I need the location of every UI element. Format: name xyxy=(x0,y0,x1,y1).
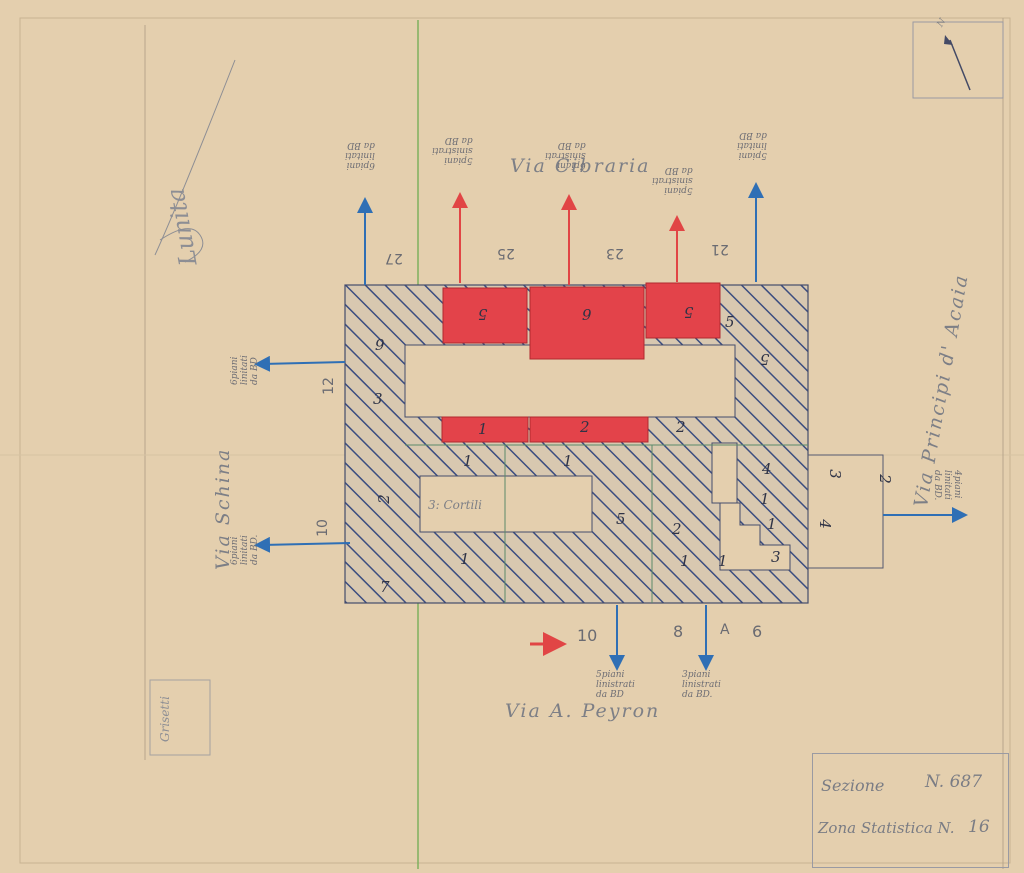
house-number: A xyxy=(720,622,730,638)
arrow-west-2 xyxy=(254,536,351,553)
red-building-1 xyxy=(442,287,528,344)
sezione-label: Sezione xyxy=(821,776,885,795)
sezione-value: N. 687 xyxy=(925,772,983,792)
signature-stroke xyxy=(154,59,236,256)
arrow-west-1 xyxy=(254,355,346,372)
floor-count: 3 xyxy=(373,390,383,408)
zona-label: Zona Statistica N. xyxy=(818,819,955,837)
house-number: 12 xyxy=(320,377,337,395)
floor-count: 1 xyxy=(460,550,470,568)
house-number: 27 xyxy=(385,250,403,266)
floor-count: 5 xyxy=(760,350,770,368)
stamp: Grisetti xyxy=(158,696,172,742)
courtyard-label: 3: Cortili xyxy=(428,498,482,512)
floor-count: 5 xyxy=(684,303,694,321)
house-number: 8 xyxy=(673,622,684,641)
courtyard-corner xyxy=(719,502,791,571)
damage-note: 6piani linitati da BD. xyxy=(230,534,260,565)
floor-count: 2 xyxy=(875,474,894,484)
floor-count: 1 xyxy=(478,420,488,438)
floor-count: 1 xyxy=(760,490,770,508)
floor-count: 2 xyxy=(374,494,393,504)
compass-box xyxy=(912,21,1004,99)
house-number: 10 xyxy=(577,626,598,645)
floor-count: 3 xyxy=(825,469,844,479)
east-annex xyxy=(807,454,884,569)
floor-count: 2 xyxy=(672,520,682,538)
floor-count: 3 xyxy=(771,548,781,566)
street-north: Via Cibraria xyxy=(510,155,651,177)
house-number: 21 xyxy=(711,241,729,257)
house-number: 23 xyxy=(606,245,624,261)
damage-note: 5piani linitati da BD xyxy=(737,130,767,160)
floor-count: 5 xyxy=(478,305,488,323)
floor-count: 6 xyxy=(375,335,385,353)
courtyard-lower xyxy=(419,475,593,533)
floor-count: 5 xyxy=(725,313,735,331)
compass-arrowhead xyxy=(944,35,953,45)
floor-count: 1 xyxy=(563,452,573,470)
damage-note: 3piani linistrati da BD. xyxy=(682,670,721,700)
floor-count: 1 xyxy=(463,452,473,470)
floor-count: 2 xyxy=(580,418,590,436)
damage-note: 4piani linitati da BD. xyxy=(932,470,962,501)
street-south: Via A. Peyron xyxy=(505,700,661,722)
stamp-box xyxy=(149,679,211,756)
floor-count: 5 xyxy=(616,510,626,528)
red-building-5 xyxy=(529,416,649,443)
floor-count: 1 xyxy=(718,552,728,570)
floor-count: 1 xyxy=(680,552,690,570)
red-building-3 xyxy=(645,282,721,339)
damage-note: 6piani sinistrati da BD xyxy=(545,140,586,170)
compass-needle xyxy=(949,39,971,91)
floor-count: 1 xyxy=(767,515,777,533)
floor-count: 4 xyxy=(762,460,772,478)
floor-count: 2 xyxy=(676,418,686,436)
red-building-2 xyxy=(529,286,645,360)
sheet-border xyxy=(19,17,1011,864)
house-number: 25 xyxy=(497,245,515,261)
damage-note: 6piani linitati da BD xyxy=(345,140,375,170)
title-block: Sezione N. 687 Zona Statistica N. 16 xyxy=(812,753,1009,868)
red-building-4 xyxy=(441,416,529,443)
damage-note: 5piani linistrati da BD xyxy=(596,670,635,700)
floor-count: 6 xyxy=(582,305,592,323)
damage-note: 5piani sinistrati da BD xyxy=(432,135,473,165)
damage-note: 6piani linitati da BD xyxy=(230,355,260,385)
zona-value: 16 xyxy=(968,817,990,837)
floor-count: 7 xyxy=(380,578,390,596)
damage-note: 5piani sinistrati da BD xyxy=(652,165,693,195)
house-number: 6 xyxy=(752,622,763,641)
floor-count: 4 xyxy=(815,519,834,529)
house-number: 10 xyxy=(314,519,331,537)
